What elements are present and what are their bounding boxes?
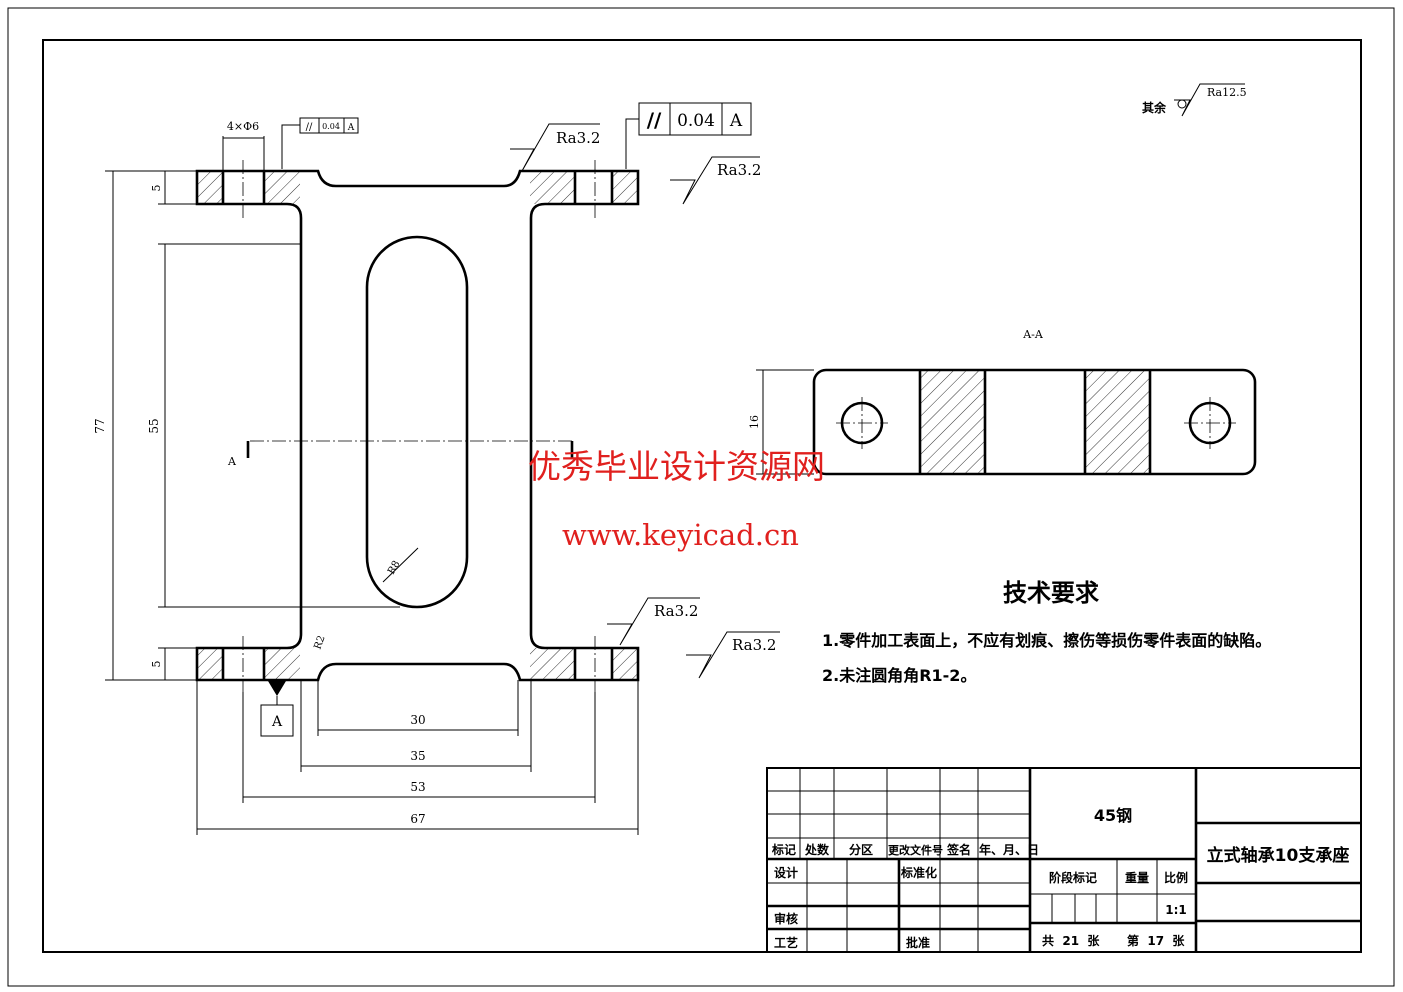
svg-text:Ra3.2: Ra3.2 bbox=[654, 602, 698, 620]
requirement-2: 2.未注圆角角R1-2。 bbox=[822, 666, 976, 685]
svg-text:A: A bbox=[729, 111, 743, 131]
svg-text:比例: 比例 bbox=[1164, 870, 1188, 885]
svg-text:第 17 张: 第 17 张 bbox=[1127, 933, 1185, 948]
dimensions: 77 55 5 5 30 35 53 67 4×Φ6 R8 R2 bbox=[93, 120, 639, 835]
dim-53: 53 bbox=[410, 780, 425, 794]
roughness-symbols: Ra3.2 Ra3.2 Ra3.2 Ra3.2 其余 Ra12.5 bbox=[510, 83, 1247, 679]
svg-text:重量: 重量 bbox=[1125, 870, 1149, 885]
svg-text:共 21 张: 共 21 张 bbox=[1042, 933, 1100, 948]
svg-text:Ra3.2: Ra3.2 bbox=[556, 129, 600, 147]
svg-text:处数: 处数 bbox=[804, 842, 830, 857]
svg-text:分区: 分区 bbox=[849, 842, 873, 857]
section-marker: A bbox=[227, 455, 237, 468]
dim-r8: R8 bbox=[386, 559, 402, 577]
front-view bbox=[195, 160, 640, 692]
requirements-heading: 技术要求 bbox=[1003, 579, 1099, 607]
svg-text:审核: 审核 bbox=[774, 911, 798, 926]
svg-text:批准: 批准 bbox=[906, 935, 930, 950]
dim-5-bottom: 5 bbox=[150, 661, 163, 668]
material: 45钢 bbox=[1094, 806, 1132, 825]
svg-text:0.04: 0.04 bbox=[322, 122, 340, 131]
section-title: A-A bbox=[1022, 328, 1044, 341]
section-view: A-A 16 bbox=[748, 328, 1257, 476]
svg-text:Ra12.5: Ra12.5 bbox=[1207, 86, 1247, 99]
svg-text:签名: 签名 bbox=[946, 842, 971, 857]
svg-text:年、月、日: 年、月、日 bbox=[979, 842, 1039, 857]
svg-text:0.04: 0.04 bbox=[677, 111, 715, 131]
requirement-1: 1.零件加工表面上，不应有划痕、擦伤等损伤零件表面的缺陷。 bbox=[822, 631, 1271, 650]
slot bbox=[365, 235, 469, 609]
dim-67: 67 bbox=[410, 812, 425, 826]
title-block: 标记 处数 分区 更改文件号 签名 年、月、日 设计 标准化 审核 工艺 批准 … bbox=[766, 767, 1362, 953]
svg-text:其余: 其余 bbox=[1142, 100, 1167, 115]
tolerance-frame-large: // 0.04 A bbox=[625, 102, 752, 169]
inner-frame bbox=[42, 39, 1362, 953]
scale: 1:1 bbox=[1165, 903, 1187, 917]
svg-text:设计: 设计 bbox=[774, 865, 798, 880]
svg-text:工艺: 工艺 bbox=[774, 935, 798, 950]
svg-text:A: A bbox=[271, 714, 283, 730]
part-name: 立式轴承10支承座 bbox=[1207, 845, 1350, 866]
svg-text:Ra3.2: Ra3.2 bbox=[732, 636, 776, 654]
watermark-url: www.keyicad.cn bbox=[562, 518, 799, 552]
tolerance-frame-small: // 0.04 A bbox=[281, 117, 359, 169]
dim-77: 77 bbox=[93, 418, 107, 433]
dim-35: 35 bbox=[410, 749, 425, 763]
dim-r2: R2 bbox=[312, 634, 327, 651]
svg-text://: // bbox=[306, 122, 313, 133]
dim-5-top: 5 bbox=[150, 185, 163, 192]
svg-text:更改文件号: 更改文件号 bbox=[888, 843, 943, 857]
dim-holes: 4×Φ6 bbox=[227, 120, 259, 133]
svg-text://: // bbox=[647, 108, 662, 132]
svg-text:标记: 标记 bbox=[771, 842, 796, 857]
svg-text:A: A bbox=[347, 123, 355, 133]
dim-55: 55 bbox=[147, 418, 161, 433]
watermark-title: 优秀毕业设计资源网 bbox=[528, 447, 825, 486]
svg-text:标准化: 标准化 bbox=[900, 865, 937, 880]
dim-16: 16 bbox=[748, 415, 761, 429]
datum-symbol: A bbox=[260, 681, 294, 737]
dim-30: 30 bbox=[410, 713, 425, 727]
outer-border bbox=[7, 7, 1395, 987]
svg-text:Ra3.2: Ra3.2 bbox=[717, 161, 761, 179]
svg-text:阶段标记: 阶段标记 bbox=[1049, 870, 1097, 885]
